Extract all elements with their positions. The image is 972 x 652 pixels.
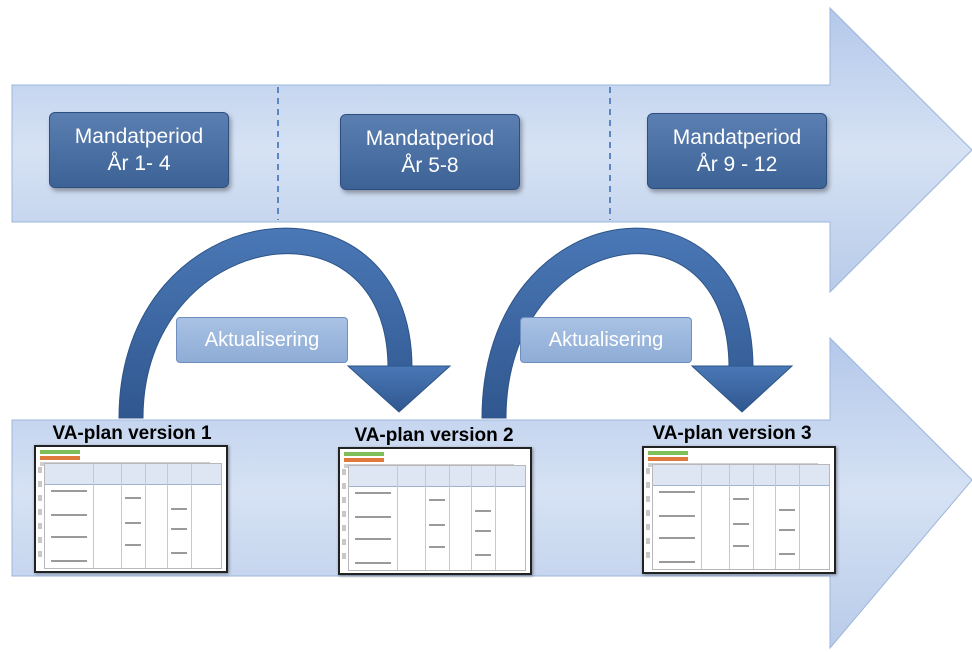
period-1-title: Mandatperiod bbox=[74, 125, 204, 148]
thumbnail-table-grid bbox=[348, 465, 526, 571]
period-2-years: År 5-8 bbox=[401, 154, 459, 177]
period-box-1: Mandatperiod År 1- 4 bbox=[49, 112, 229, 188]
thumbnail-sheet-tabs bbox=[40, 450, 220, 466]
version-title-2: VA-plan version 2 bbox=[354, 425, 514, 446]
period-box-3: Mandatperiod År 9 - 12 bbox=[647, 113, 827, 189]
aktualisering-1-text: Aktualisering bbox=[204, 328, 320, 351]
thumbnail-table-grid bbox=[44, 463, 222, 569]
aktualisering-2-text: Aktualisering bbox=[548, 328, 664, 351]
curved-arrow-2 bbox=[481, 227, 794, 419]
period-box-2: Mandatperiod År 5-8 bbox=[340, 114, 520, 190]
plan-document-thumbnail-2 bbox=[338, 447, 532, 575]
thumbnail-sheet-tabs bbox=[648, 451, 828, 467]
period-3-title: Mandatperiod bbox=[672, 126, 802, 149]
period-2-title: Mandatperiod bbox=[365, 127, 495, 150]
version-title-3: VA-plan version 3 bbox=[652, 423, 812, 444]
plan-document-thumbnail-3 bbox=[642, 446, 836, 574]
curved-arrow-1 bbox=[118, 227, 452, 419]
version-title-1: VA-plan version 1 bbox=[52, 423, 212, 444]
aktualisering-label-2: Aktualisering bbox=[520, 317, 692, 363]
thumbnail-table-grid bbox=[652, 464, 830, 570]
period-1-years: År 1- 4 bbox=[107, 152, 171, 175]
period-3-years: År 9 - 12 bbox=[696, 153, 778, 176]
plan-document-thumbnail-1 bbox=[34, 445, 228, 573]
aktualisering-label-1: Aktualisering bbox=[176, 317, 348, 363]
thumbnail-sheet-tabs bbox=[344, 452, 524, 468]
